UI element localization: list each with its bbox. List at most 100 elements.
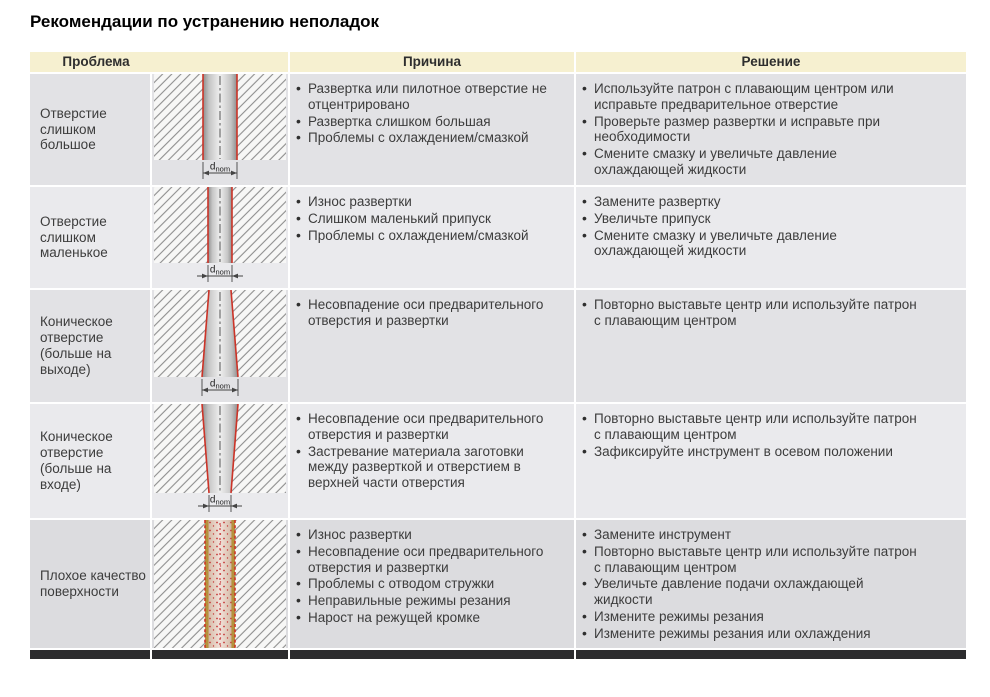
wall-line-left [201,404,210,494]
hole-diagram: dnom [152,404,288,518]
table-row: Отверстие слишком большое dnom Развертка… [30,74,966,185]
cause-item: Несовпадение оси предварительного отверс… [295,410,558,443]
cause-item: Износ развертки [295,526,558,543]
footer-bar-segment [576,650,966,660]
solution-item: Замените развертку [581,193,920,210]
solution-item: Увеличьте давление подачи охлаждающей жи… [581,575,920,608]
cause-cell: Износ разверткиСлишком маленький припуск… [290,187,574,288]
solution-item: Увеличьте припуск [581,210,920,227]
troubleshooting-table: Проблема Причина Решение Отверстие слишк… [30,52,966,660]
solution-list: Замените инструментПовторно выставьте це… [576,520,966,648]
solution-cell: Повторно выставьте центр или используйте… [576,290,966,402]
footer-bar-segment [290,650,574,660]
dim-arrow-left [202,273,208,279]
problem-label: Плохое качество поверхности [40,568,146,600]
cause-item: Несовпадение оси предварительного отверс… [295,296,558,329]
header-problem: Проблема [30,52,288,72]
wall-line-left [201,290,210,378]
solution-list: Замените разверткуУвеличьте припускСмени… [576,187,966,266]
hole-diagram-svg: dnom [154,187,286,282]
solution-list: Повторно выставьте центр или используйте… [576,404,966,466]
table-row: Коническое отверстие (больше на выходе) … [30,290,966,402]
solution-list: Используйте патрон с плавающим центром и… [576,74,966,185]
solution-item: Повторно выставьте центр или используйте… [581,410,920,443]
wall-line-right [230,290,239,378]
cause-item: Застревание материала заготовки между ра… [295,443,558,491]
cause-item: Проблемы с охлаждением/смазкой [295,129,558,146]
problem-label: Отверстие слишком маленькое [40,213,108,261]
footer-bar-segment [30,650,150,660]
hole-diagram: dnom [152,74,288,185]
solution-item: Используйте патрон с плавающим центром и… [581,80,920,113]
solution-item: Проверьте размер развертки и исправьте п… [581,113,920,146]
problem-label: Коническое отверстие (больше на выходе) [40,314,113,377]
hole-diagram: dnom [152,187,288,288]
table-row: Коническое отверстие (больше на входе) d… [30,404,966,518]
hole-diagram [152,520,288,649]
hole-diagram: dnom [152,290,288,402]
header-solution-label: Решение [741,54,801,69]
solution-item: Повторно выставьте центр или используйте… [581,296,920,329]
cause-list: Износ разверткиНесовпадение оси предвари… [290,520,574,633]
table-footer-bar [30,650,966,660]
dim-arrow-left [202,387,208,393]
cause-item: Развертка или пилотное отверстие не отце… [295,80,558,113]
problem-cell: Плохое качество поверхности [30,520,150,649]
cause-item: Проблемы с отводом стружки [295,575,558,592]
dim-arrow-right [231,503,237,509]
header-solution: Решение [576,52,966,72]
solution-cell: Замените разверткуУвеличьте припускСмени… [576,187,966,288]
dim-arrow-left [203,170,209,176]
header-cause: Причина [290,52,574,72]
material-hatch-left [154,404,209,493]
table-row: Отверстие слишком маленькое dnom Износ р… [30,187,966,288]
cause-item: Несовпадение оси предварительного отверс… [295,543,558,576]
problem-label: Отверстие слишком большое [40,105,107,153]
problem-cell: Отверстие слишком большое [30,74,150,185]
cause-list: Износ разверткиСлишком маленький припуск… [290,187,574,250]
dim-arrow-left [203,503,209,509]
header-cause-label: Причина [402,54,462,69]
material-hatch-right [231,290,286,377]
material-hatch-left [154,74,203,160]
material-hatch-right [235,520,286,648]
cause-item: Проблемы с охлаждением/смазкой [295,227,558,244]
solution-item: Зафиксируйте инструмент в осевом положен… [581,443,920,460]
material-hatch-right [237,74,286,160]
dim-arrow-right [232,273,238,279]
solution-item: Повторно выставьте центр или используйте… [581,543,920,576]
cause-item: Слишком маленький припуск [295,210,558,227]
material-hatch-right [232,187,286,263]
wall-band-left [205,520,209,648]
material-hatch-right [231,404,286,493]
table-header: Проблема Причина Решение [30,52,966,72]
cause-list: Несовпадение оси предварительного отверс… [290,404,574,498]
footer-bar-segment [152,650,288,660]
cause-list: Развертка или пилотное отверстие не отце… [290,74,574,153]
solution-list: Повторно выставьте центр или используйте… [576,290,966,336]
hole-diagram-svg: dnom [154,404,286,512]
solution-cell: Используйте патрон с плавающим центром и… [576,74,966,185]
problem-cell: Отверстие слишком маленькое [30,187,150,288]
solution-item: Измените режимы резания [581,608,920,625]
cause-cell: Износ разверткиНесовпадение оси предвари… [290,520,574,649]
hole-diagram-svg: dnom [154,74,286,179]
cause-cell: Развертка или пилотное отверстие не отце… [290,74,574,185]
cause-item: Нарост на режущей кромке [295,609,558,626]
solution-item: Замените инструмент [581,526,920,543]
problem-cell: Коническое отверстие (больше на выходе) [30,290,150,402]
cause-item: Износ развертки [295,193,558,210]
solution-item: Смените смазку и увеличьте давление охла… [581,227,920,260]
header-problem-label: Проблема [62,54,130,69]
dim-label: dnom [210,379,230,391]
dim-label: dnom [210,265,230,277]
material-hatch-left [154,520,205,648]
table-body: Отверстие слишком большое dnom Развертка… [30,74,966,649]
table-row: Плохое качество поверхности Износ развер… [30,520,966,649]
cause-item: Неправильные режимы резания [295,592,558,609]
cause-item: Развертка слишком большая [295,113,558,130]
wall-band-right [231,520,235,648]
solution-item: Измените режимы резания или охлаждения [581,625,920,642]
dim-arrow-right [232,387,238,393]
